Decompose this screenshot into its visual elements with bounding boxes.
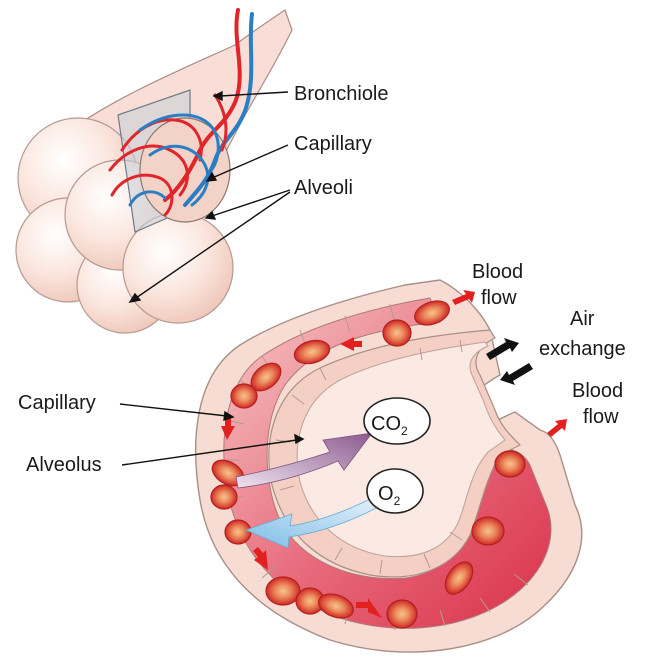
red-blood-cell bbox=[495, 451, 525, 477]
red-blood-cell bbox=[387, 600, 417, 628]
blood-flow-out-label-line1: Blood bbox=[572, 380, 623, 402]
blood-flow-out-arrow bbox=[547, 419, 567, 437]
bronchiole-label: Bronchiole bbox=[294, 83, 389, 105]
blood-flow-in-label-line2: flow bbox=[481, 287, 517, 309]
red-blood-cell bbox=[472, 517, 504, 545]
alveolus-label: Alveolus bbox=[26, 454, 102, 476]
blood-flow-out-label-line2: flow bbox=[583, 406, 619, 428]
air-exchange-label-line2: exchange bbox=[539, 338, 626, 360]
blood-flow-in-label-line1: Blood bbox=[472, 261, 523, 283]
capillary-label-top: Capillary bbox=[294, 133, 372, 155]
alveolar-sac-illustration bbox=[16, 10, 292, 333]
capillary-label-left: Capillary bbox=[18, 392, 96, 414]
red-blood-cell bbox=[231, 384, 257, 408]
red-blood-cell bbox=[225, 520, 251, 544]
red-blood-cell bbox=[211, 485, 237, 509]
air-exchange-label-line1: Air bbox=[570, 308, 595, 330]
red-blood-cell bbox=[383, 320, 411, 346]
air-out-arrow bbox=[500, 363, 533, 385]
red-blood-cell bbox=[266, 577, 300, 605]
alveolus-cross-section: CO2 O2 bbox=[196, 280, 582, 652]
alveoli-label: Alveoli bbox=[294, 177, 353, 199]
